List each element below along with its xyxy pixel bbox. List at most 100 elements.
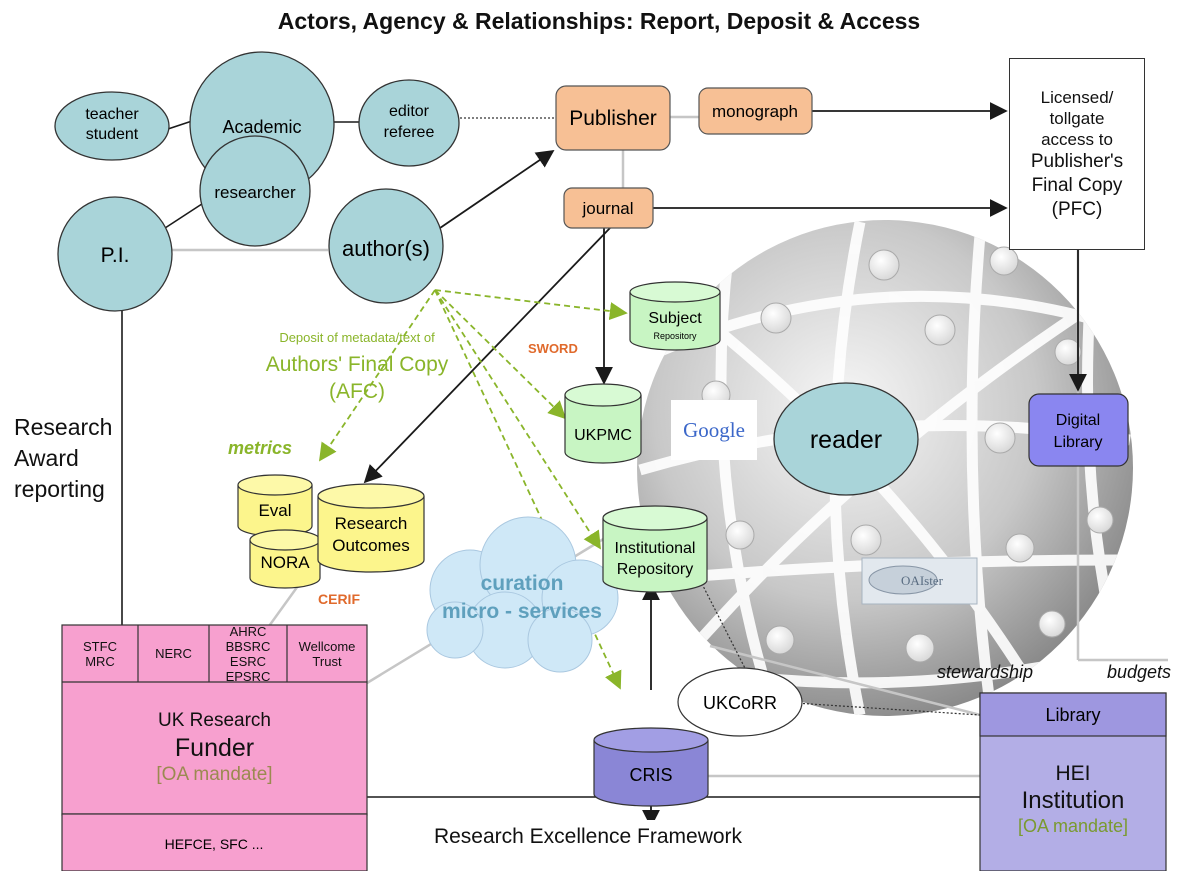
curation-label-2: micro - services <box>442 600 602 623</box>
actor-teacher-student[interactable]: teacher student <box>54 91 170 161</box>
actor-editor-referee[interactable]: editor referee <box>358 79 460 167</box>
council-esrc: ESRC <box>229 653 267 669</box>
funder-mandate: [OA mandate] <box>156 764 273 785</box>
student-label: student <box>86 126 139 143</box>
funder-label-block: UK Research Funder [OA mandate] <box>62 682 367 814</box>
actor-reader[interactable]: reader <box>773 382 919 496</box>
pfc-line-5: Final Copy <box>1031 174 1123 196</box>
metrics-label: metrics <box>228 438 292 458</box>
pfc-line-6: (PFC) <box>1051 198 1103 220</box>
hefce-label: HEFCE, SFC ... <box>165 836 264 852</box>
pfc-line-4: Publisher's <box>1030 150 1124 172</box>
outcomes-label: Outcomes <box>332 536 409 555</box>
afc-label: Authors' Final Copy <box>266 353 449 376</box>
ref-label: Research Excellence Framework <box>434 825 743 848</box>
eval-database[interactable]: Eval <box>237 474 313 537</box>
publisher-box[interactable]: Publisher <box>555 85 671 151</box>
actor-pi[interactable]: P.I. <box>57 196 173 312</box>
research-outcomes-database[interactable]: Research Outcomes <box>317 483 425 573</box>
subject-label: Subject <box>648 310 702 327</box>
institution-label-block: HEI Institution [OA mandate] <box>980 728 1166 871</box>
ukcorr-label: UKCoRR <box>703 693 777 713</box>
deposit-label: Deposit of metadata/text of <box>279 330 435 345</box>
institutional-repository[interactable]: Institutional Repository <box>602 505 708 593</box>
oaister-logo: OAIster <box>861 557 978 605</box>
researcher-label: researcher <box>214 183 296 202</box>
pfc-access-box[interactable]: Licensed/ tollgate access to Publisher's… <box>1009 58 1145 250</box>
actor-researcher[interactable]: researcher <box>199 135 311 247</box>
research-award-line-3: reporting <box>14 476 105 502</box>
funder-line-2: Funder <box>174 734 255 762</box>
uk-research-funder[interactable] <box>61 624 368 816</box>
ref-label-bg <box>393 820 783 850</box>
research-label: Research <box>335 514 408 533</box>
hefce-block[interactable]: HEFCE, SFC ... <box>61 813 368 871</box>
ukpmc-repository[interactable]: UKPMC <box>564 383 642 464</box>
sword-label: SWORD <box>528 341 578 356</box>
council-stfc: STFC <box>83 638 117 654</box>
repository-label: Repository <box>617 561 693 578</box>
monograph-label: monograph <box>712 102 798 121</box>
journal-label: journal <box>581 199 633 218</box>
cerif-label: CERIF <box>318 591 360 607</box>
cris-database[interactable]: CRIS <box>593 727 709 807</box>
library-box[interactable]: Library <box>979 692 1167 737</box>
pfc-line-3: access to <box>1041 129 1113 149</box>
institutional-label: Institutional <box>615 540 696 557</box>
nora-label: NORA <box>260 553 310 572</box>
repository-small-label: Repository <box>653 331 697 341</box>
reader-label: reader <box>810 426 882 454</box>
pfc-line-2: tollgate <box>1049 108 1105 128</box>
journal-box[interactable]: journal <box>563 187 654 229</box>
research-award-line-2: Award <box>14 445 79 471</box>
institution-mandate: [OA mandate] <box>1017 816 1129 836</box>
authors-label: author(s) <box>342 236 430 261</box>
ukpmc-label: UKPMC <box>574 427 632 444</box>
google-wordmark: Google <box>683 418 745 442</box>
council-wellcome-2: Trust <box>312 653 342 669</box>
council-wellcome-1: Wellcome <box>298 638 356 654</box>
nora-database[interactable]: NORA <box>249 529 321 589</box>
library-box-label: Library <box>1045 705 1100 725</box>
library-label: Library <box>1054 434 1103 451</box>
google-logo: Google <box>671 400 757 460</box>
council-nerc-label: NERC <box>155 646 192 661</box>
digital-label: Digital <box>1056 412 1100 429</box>
funder-line-1: UK Research <box>158 710 271 731</box>
afc-abbrev-label: (AFC) <box>329 380 385 403</box>
page-title: Actors, Agency & Relationships: Report, … <box>277 8 921 34</box>
curation-label-1: curation <box>481 572 564 595</box>
publisher-label: Publisher <box>569 107 657 130</box>
teacher-label: teacher <box>85 106 139 123</box>
council-ahrc: AHRC <box>229 623 267 639</box>
dotted-links <box>460 117 981 716</box>
curation-cloud <box>426 516 619 673</box>
research-award-label: Research Award reporting <box>14 412 164 505</box>
pfc-line-1: Licensed/ <box>1040 87 1114 107</box>
digital-library-box[interactable]: Digital Library <box>1028 393 1129 467</box>
council-mrc: MRC <box>85 653 115 669</box>
cris-label: CRIS <box>629 765 672 785</box>
flow-arrows <box>363 102 1087 828</box>
subject-repository[interactable]: Subject Repository <box>629 281 721 351</box>
actor-authors[interactable]: author(s) <box>328 188 444 304</box>
oaister-wordmark: OAIster <box>901 573 944 588</box>
institution-line-2: Institution <box>1021 787 1125 814</box>
editor-label: editor <box>389 103 430 120</box>
institution-line-1: HEI <box>1055 762 1091 785</box>
budgets-label: budgets <box>1107 662 1171 682</box>
academic-label: Academic <box>222 117 301 137</box>
council-epsrc: EPSRC <box>225 668 271 684</box>
research-award-line-1: Research <box>14 414 113 440</box>
council-nerc[interactable]: NERC <box>138 625 209 682</box>
referee-label: referee <box>384 124 435 141</box>
eval-label: Eval <box>258 501 291 520</box>
pi-label: P.I. <box>101 244 130 267</box>
monograph-box[interactable]: monograph <box>698 87 813 135</box>
ukcorr-node[interactable]: UKCoRR <box>677 667 803 737</box>
stewardship-label: stewardship <box>937 662 1033 682</box>
